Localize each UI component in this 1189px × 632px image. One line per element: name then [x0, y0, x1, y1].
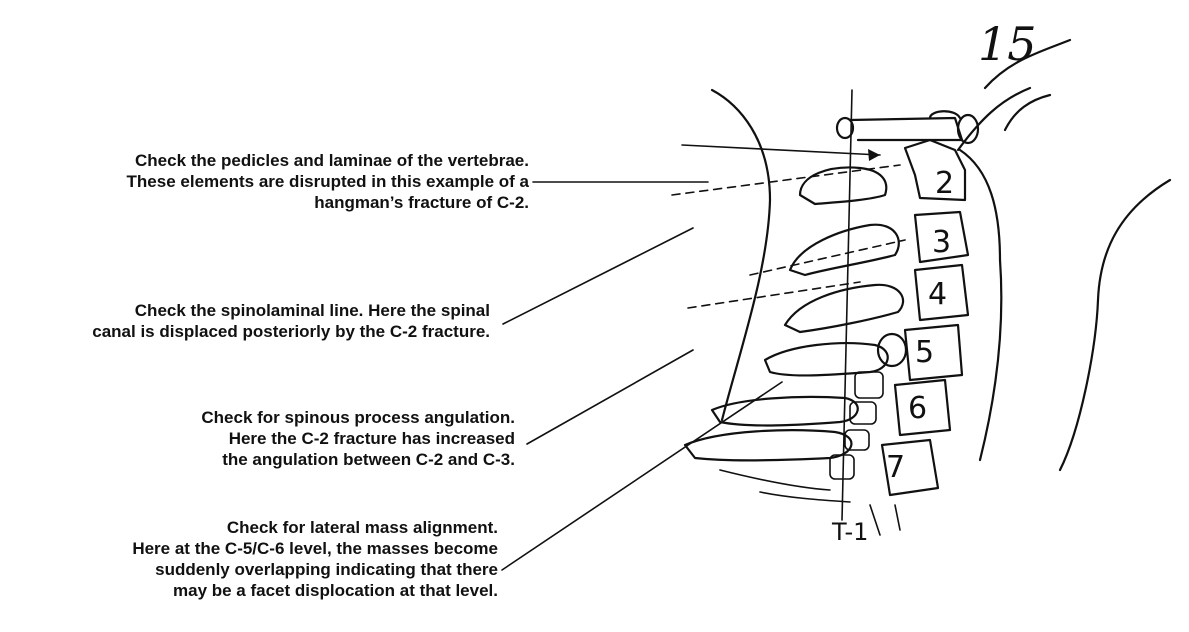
leader-lines	[501, 181, 783, 571]
c1-posterior-arch	[835, 116, 855, 140]
vertebra-c3	[749, 210, 970, 277]
c4-spinous-process	[783, 283, 905, 334]
c2-arrow-head	[868, 149, 880, 161]
lower-spine	[719, 469, 901, 536]
annotation-spinous-angulation: Check for spinous process angulation. He…	[201, 407, 515, 470]
c6-lateral-mass	[854, 371, 884, 399]
c6-spinous-process	[710, 395, 859, 427]
annotation-line: canal is displaced posteriorly by the C-…	[92, 322, 490, 341]
annotation-line: Check the pedicles and laminae of the ve…	[135, 151, 529, 170]
annotation-line: the angulation between C-2 and C-3.	[222, 450, 515, 469]
annotation-line: Check for spinous process angulation.	[201, 408, 515, 427]
spinolaminal-reference-line	[841, 89, 853, 521]
t1-spinous-outline	[719, 469, 831, 491]
label-t1: T-1	[831, 518, 868, 546]
label-c7: 7	[886, 450, 905, 485]
label-c4: 4	[928, 277, 947, 312]
anterior-neck-outline	[958, 148, 1002, 262]
annotation-line: These elements are disrupted in this exa…	[126, 172, 529, 191]
label-c5: 5	[915, 335, 934, 370]
c5-spinous-process	[763, 342, 889, 377]
c1-arch	[848, 116, 964, 142]
c1-anterior-tubercle	[956, 113, 980, 145]
c3-body	[913, 210, 970, 264]
c7-lateral-mass-upper	[844, 429, 870, 451]
airway-outline	[1003, 93, 1052, 132]
annotation-line: Check the spinolaminal line. Here the sp…	[134, 301, 490, 320]
anterior-neck-lower	[978, 258, 1003, 462]
c4-body	[913, 263, 970, 322]
leader-line-spinolaminal	[502, 227, 694, 325]
page-number: 15	[978, 17, 1037, 71]
t1-tick-2	[894, 504, 901, 531]
annotation-pedicles: Check the pedicles and laminae of the ve…	[127, 150, 529, 213]
vertebra-c5	[763, 323, 964, 382]
c3-dashes	[749, 239, 906, 276]
annotation-line: hangman’s fracture of C-2.	[314, 193, 529, 212]
annotation-line: Here at the C-5/C-6 level, the masses be…	[132, 539, 498, 558]
c2-body	[903, 138, 967, 202]
label-c2: 2	[935, 166, 954, 201]
t1-tick	[869, 504, 881, 536]
throat-outline	[956, 86, 1032, 152]
atlas-c1	[835, 110, 980, 145]
posterior-neck-outline	[710, 88, 772, 422]
vertebra-c7	[683, 429, 940, 497]
c2-fracture-dashes	[671, 164, 901, 196]
label-c3: 3	[932, 225, 951, 260]
c7-spinous-process	[683, 429, 853, 462]
annotation-line: Check for lateral mass alignment.	[226, 518, 498, 537]
vertebra-c6	[710, 371, 952, 437]
c2-spinous-process	[798, 166, 888, 206]
c7-body	[880, 438, 940, 497]
t1-lower-outline	[759, 491, 851, 503]
leader-line-spinous	[526, 349, 694, 445]
annotation-line: suddenly overlapping indicating that the…	[155, 560, 498, 579]
c4-dashes	[687, 281, 861, 309]
c1-anterior	[928, 110, 962, 120]
c2-arrow-line	[681, 144, 881, 156]
annotation-line: may be a facet displocation at that leve…	[173, 581, 498, 600]
annotation-line: Here the C-2 fracture has increased	[228, 429, 515, 448]
leader-line-lateral-mass	[501, 381, 783, 571]
c5-lateral-mass	[876, 332, 908, 368]
head-outline	[983, 38, 1072, 90]
annotation-lateral-mass: Check for lateral mass alignment. Here a…	[132, 517, 498, 601]
c6-body	[893, 378, 952, 437]
annotation-spinolaminal-line: Check the spinolaminal line. Here the sp…	[92, 300, 490, 342]
shoulder-outline	[1058, 178, 1172, 472]
label-c6: 6	[908, 391, 927, 426]
c3-spinous-process	[788, 223, 900, 277]
vertebra-c2	[671, 138, 967, 206]
vertebra-c4	[687, 263, 970, 334]
c5-body	[903, 323, 964, 382]
c6-lateral-mass-lower	[849, 401, 877, 425]
c7-lateral-mass	[829, 454, 855, 480]
